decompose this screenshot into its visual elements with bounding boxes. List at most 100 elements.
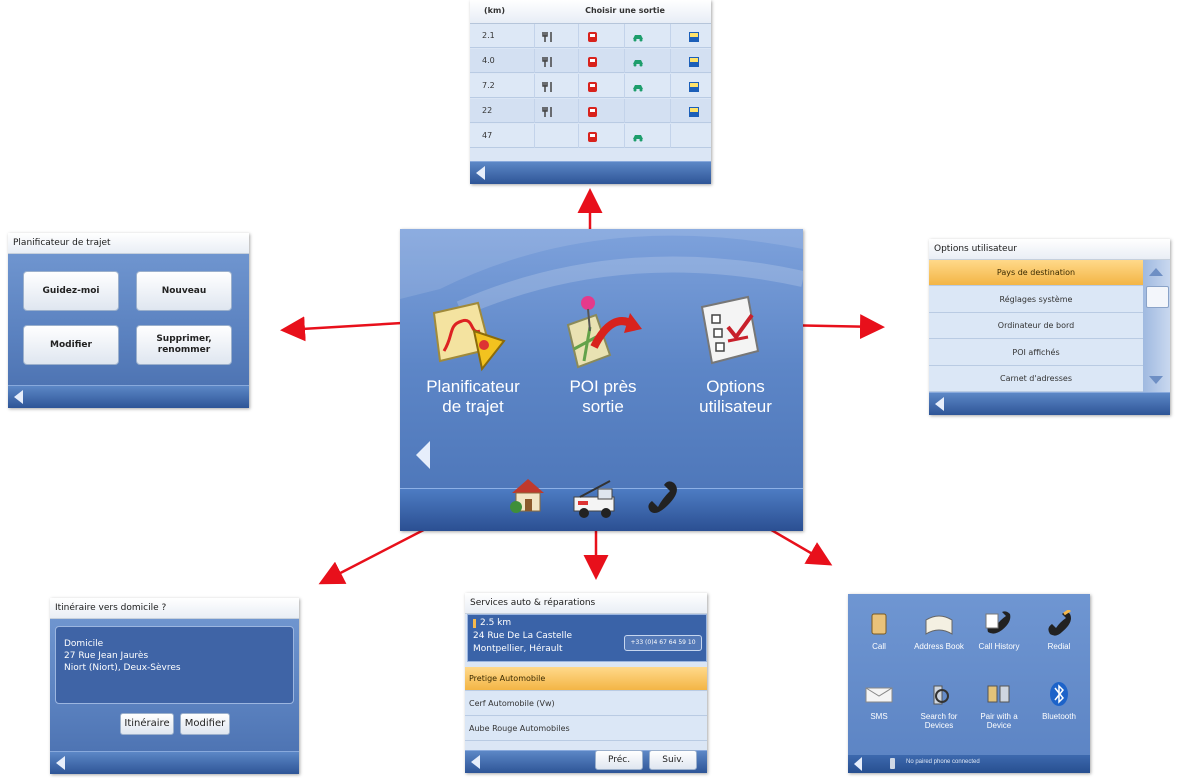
poi-exit-row[interactable]: 7.2 <box>470 74 711 98</box>
back-arrow-icon[interactable] <box>935 397 944 411</box>
poi-exit-km: 4.0 <box>482 56 495 65</box>
user-option-item[interactable]: Pays de destination <box>929 260 1143 286</box>
poi-icon-cell <box>587 80 599 92</box>
guide-me-button[interactable]: Guidez-moi <box>23 271 119 311</box>
user-option-item[interactable]: POI affichés <box>929 339 1143 366</box>
back-arrow-icon[interactable] <box>14 390 23 404</box>
next-button[interactable]: Suiv. <box>649 750 697 770</box>
poi-exit-row[interactable]: 47 <box>470 124 711 148</box>
column-divider <box>670 99 671 123</box>
column-divider <box>534 24 535 48</box>
tow-truck-icon[interactable] <box>570 477 624 521</box>
restaurant-icon <box>542 82 552 92</box>
hotel-icon <box>689 82 699 92</box>
home-icon[interactable] <box>506 473 550 517</box>
options-menu-item[interactable]: Options utilisateur <box>668 289 803 439</box>
planner-menu-item[interactable]: Planificateur de trajet <box>408 289 538 439</box>
new-button[interactable]: Nouveau <box>136 271 232 311</box>
phone-menu-item[interactable]: Search for Devices <box>910 676 968 740</box>
user-option-item[interactable]: Réglages système <box>929 286 1143 313</box>
fuel-icon <box>588 32 597 42</box>
column-divider <box>578 124 579 148</box>
poi-icon-cell <box>587 55 599 67</box>
poi-exit-row[interactable]: 4.0 <box>470 49 711 73</box>
services-detail-box: 2.5 km 24 Rue De La Castelle Montpellier… <box>467 614 707 662</box>
home-route-bottom-bar <box>50 751 299 774</box>
phone-menu-label: SMS <box>870 712 888 721</box>
pair-device-icon <box>987 685 1010 703</box>
scrollbar-track[interactable] <box>1143 260 1170 393</box>
service-list-item[interactable]: Aube Rouge Automobiles <box>465 717 707 741</box>
poi-exit-row[interactable]: 2.1 <box>470 24 711 48</box>
services-title: Services auto & réparations <box>465 593 707 614</box>
scroll-down-icon[interactable] <box>1149 376 1163 384</box>
poi-icon-cell <box>688 30 700 42</box>
back-arrow-icon[interactable] <box>476 166 485 180</box>
fuel-icon <box>588 82 597 92</box>
phone-menu-item[interactable]: Call <box>850 606 908 670</box>
poi-icon-cell <box>632 80 644 92</box>
bluetooth-icon <box>1050 682 1068 706</box>
phone-menu-item[interactable]: Address Book <box>910 606 968 670</box>
phone-menu-item[interactable]: Pair with a Device <box>970 676 1028 740</box>
column-divider <box>624 49 625 73</box>
back-arrow-icon[interactable] <box>854 757 862 771</box>
phone-menu-item[interactable]: SMS <box>850 676 908 740</box>
car-icon <box>633 135 643 142</box>
back-arrow-icon[interactable] <box>471 755 480 769</box>
prev-button[interactable]: Préc. <box>595 750 643 770</box>
modify-button[interactable]: Modifier <box>23 325 119 365</box>
poi-icon-cell <box>688 105 700 117</box>
modify-button[interactable]: Modifier <box>180 713 230 735</box>
back-arrow-icon[interactable] <box>416 441 430 469</box>
poi-label-2: sortie <box>582 397 624 416</box>
options-label-1: Options <box>706 377 765 396</box>
column-divider <box>670 24 671 48</box>
delete-rename-button[interactable]: Supprimer, renommer <box>136 325 232 365</box>
column-divider <box>578 99 579 123</box>
user-option-item[interactable]: Ordinateur de bord <box>929 313 1143 339</box>
phone-icon[interactable] <box>642 477 682 521</box>
poi-icon-cell <box>542 80 554 92</box>
home-address-box: Domicile 27 Rue Jean Jaurès Niort (Niort… <box>55 626 294 704</box>
fuel-icon <box>588 107 597 117</box>
redial-icon <box>1048 610 1071 636</box>
home-route-title: Itinéraire vers domicile ? <box>50 598 299 619</box>
poi-exit-row[interactable]: 22 <box>470 99 711 123</box>
call-history-icon <box>985 611 1011 634</box>
scroll-up-icon[interactable] <box>1149 268 1163 276</box>
service-list-item[interactable]: Pretige Automobile <box>465 667 707 691</box>
user-option-item[interactable]: Carnet d'adresses <box>929 366 1143 392</box>
mobile-phone-icon <box>890 758 895 769</box>
phone-menu-item[interactable]: Call History <box>970 606 1028 670</box>
poi-header-km: (km) <box>484 6 505 15</box>
route-button[interactable]: Itinéraire <box>120 713 174 735</box>
home-line-1: Domicile <box>64 639 104 649</box>
back-arrow-icon[interactable] <box>56 756 65 770</box>
phone-menu-label: Search for Devices <box>920 712 958 730</box>
home-line-2: 27 Rue Jean Jaurès <box>64 651 149 661</box>
service-list-item[interactable]: Cerf Automobile (Vw) <box>465 692 707 716</box>
call-icon <box>871 613 887 635</box>
user-options-bottom-bar <box>929 392 1170 415</box>
poi-icon-cell <box>542 105 554 117</box>
poi-icon-cell <box>632 130 644 142</box>
column-divider <box>670 124 671 148</box>
phone-number-button[interactable]: +33 (0)4 67 64 59 10 <box>624 635 702 651</box>
home-line-3: Niort (Niort), Deux-Sèvres <box>64 663 181 673</box>
user-options-title: Options utilisateur <box>929 239 1170 260</box>
poi-icon-cell <box>587 30 599 42</box>
restaurant-icon <box>542 57 552 67</box>
scroll-thumb[interactable] <box>1146 286 1169 308</box>
phone-menu-item[interactable]: Redial <box>1030 606 1088 670</box>
hotel-icon <box>689 32 699 42</box>
poi-icon-cell <box>688 55 700 67</box>
hotel-icon <box>689 57 699 67</box>
services-address-2: Montpellier, Hérault <box>473 644 563 654</box>
services-address-1: 24 Rue De La Castelle <box>473 631 573 641</box>
phone-menu-item[interactable]: Bluetooth <box>1030 676 1088 740</box>
poi-menu-item[interactable]: POI près sortie <box>538 289 668 439</box>
column-divider <box>624 24 625 48</box>
phone-menu-label: Pair with a Device <box>980 712 1018 730</box>
